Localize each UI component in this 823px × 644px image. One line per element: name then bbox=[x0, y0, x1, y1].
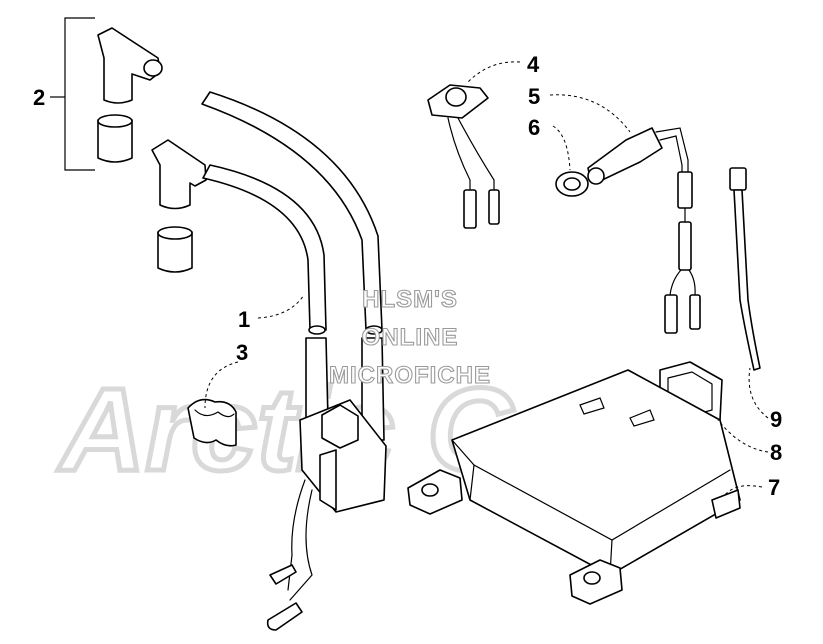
watermark-line-1: HLSM'S bbox=[362, 286, 458, 313]
spark-plug-cap-upper bbox=[97, 27, 163, 163]
callout-4: 4 bbox=[527, 52, 540, 77]
wire-clip bbox=[187, 398, 237, 447]
leader-9 bbox=[748, 367, 769, 419]
spark-plug-cap-lower bbox=[151, 139, 207, 273]
leader-3 bbox=[204, 361, 239, 409]
leader-4 bbox=[467, 61, 521, 83]
speed-sensor bbox=[587, 127, 701, 334]
callout-5: 5 bbox=[528, 84, 540, 109]
callout-9: 9 bbox=[770, 407, 782, 432]
callout-8: 8 bbox=[770, 440, 782, 465]
cable-tie bbox=[729, 167, 761, 371]
callout-2: 2 bbox=[33, 85, 45, 110]
callout-6: 6 bbox=[528, 115, 540, 140]
callout-1: 1 bbox=[238, 307, 250, 332]
cdi-module bbox=[407, 369, 741, 605]
temperature-sensor bbox=[427, 84, 500, 229]
leader-7 bbox=[723, 485, 763, 497]
ignition-coil-wires bbox=[201, 91, 383, 335]
callout-numbers: 2 1 3 4 5 6 7 8 9 bbox=[33, 52, 782, 500]
callout-7: 7 bbox=[768, 475, 780, 500]
watermark-line-2: ONLINE bbox=[362, 324, 459, 351]
leader-8 bbox=[717, 419, 769, 453]
o-ring bbox=[555, 171, 589, 197]
leader-6 bbox=[552, 125, 571, 171]
callout-3: 3 bbox=[236, 340, 248, 365]
ignition-coil-body bbox=[266, 337, 387, 631]
watermark-text: HLSM'S ONLINE MICROFICHE bbox=[328, 285, 491, 389]
leader-1 bbox=[257, 294, 305, 319]
leader-lines bbox=[204, 61, 769, 497]
callout-2-bracket bbox=[50, 17, 95, 171]
watermark-line-3: MICROFICHE bbox=[329, 362, 491, 389]
leader-5 bbox=[549, 94, 631, 133]
